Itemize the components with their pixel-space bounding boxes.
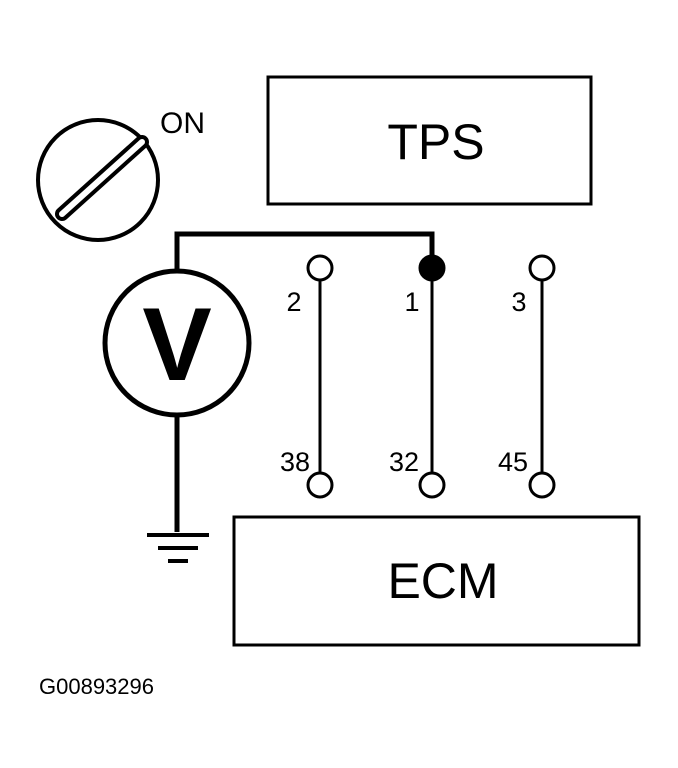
- terminal-sensor-2: [306, 254, 334, 282]
- ignition-on-label: ON: [160, 107, 205, 140]
- terminal-sensor-1-probe: [418, 254, 446, 282]
- voltmeter-positive-lead: [174, 231, 435, 273]
- figure-id: G00893296: [39, 674, 154, 699]
- terminal-sensor-3: [528, 254, 556, 282]
- voltmeter-symbol: V: [142, 287, 211, 403]
- ecm-box: [232, 515, 641, 647]
- terminal-module-38: [306, 471, 334, 499]
- ignition-switch-icon: [36, 118, 160, 242]
- terminal-label-38: 38: [280, 447, 310, 477]
- tps-label: TPS: [387, 114, 484, 170]
- terminal-label-3: 3: [511, 287, 526, 317]
- tps-box: [266, 75, 593, 206]
- terminal-label-1: 1: [404, 287, 419, 317]
- ecm-label: ECM: [387, 553, 498, 609]
- voltmeter-icon: V: [102, 268, 252, 418]
- terminal-label-2: 2: [286, 287, 301, 317]
- ground-icon: [147, 533, 209, 563]
- terminal-module-45: [528, 471, 556, 499]
- terminal-module-32: [418, 471, 446, 499]
- terminal-label-45: 45: [498, 447, 528, 477]
- terminal-label-32: 32: [389, 447, 419, 477]
